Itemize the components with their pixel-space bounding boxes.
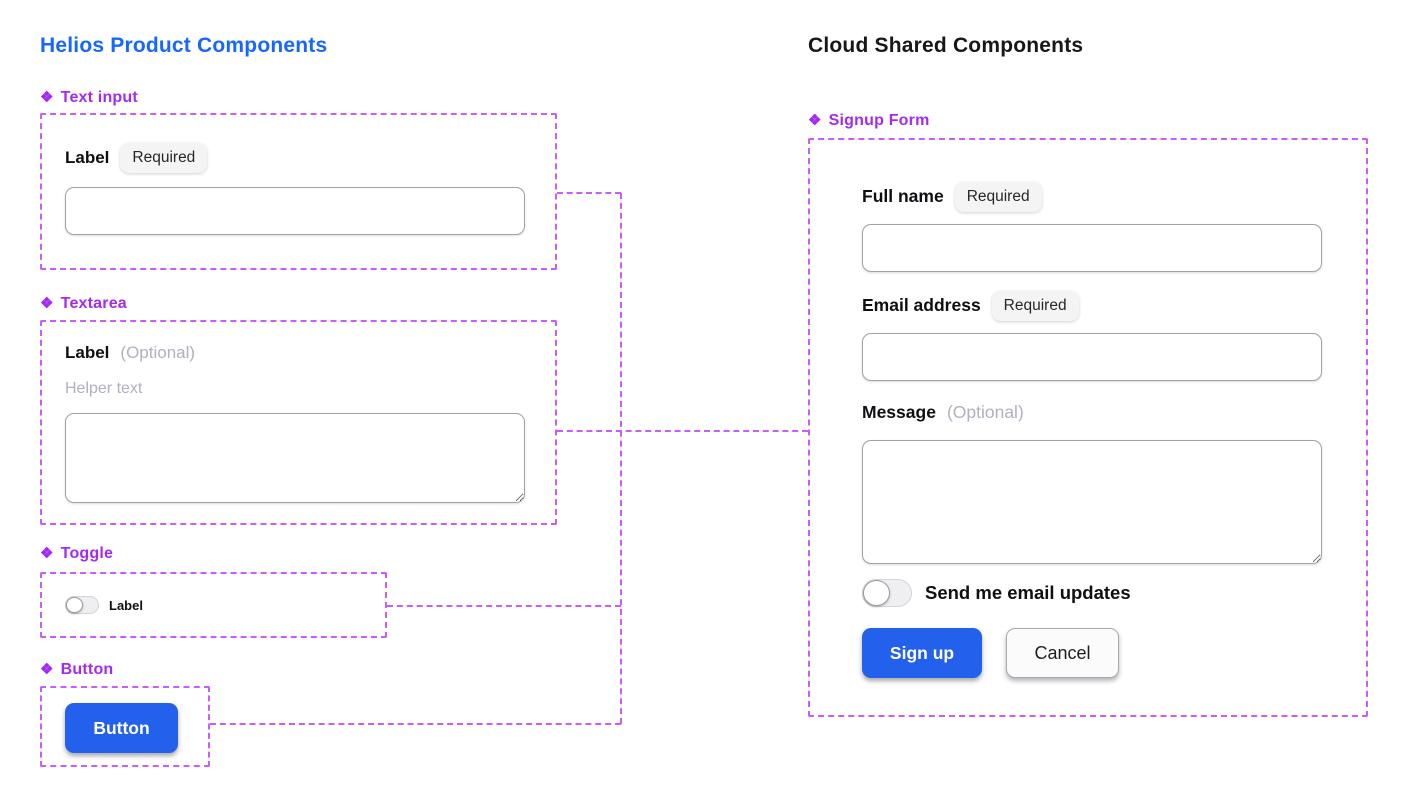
email-input[interactable] bbox=[862, 333, 1322, 381]
optional-tag: (Optional) bbox=[120, 343, 196, 362]
message-textarea[interactable] bbox=[862, 440, 1322, 564]
toggle-knob bbox=[863, 580, 890, 606]
section-header-button: ❖ Button bbox=[40, 661, 113, 679]
section-title: Textarea bbox=[60, 295, 127, 312]
right-panel-title: Cloud Shared Components bbox=[808, 34, 1084, 57]
full-name-input[interactable] bbox=[862, 224, 1322, 272]
section-header-text-input: ❖ Text input bbox=[40, 89, 138, 107]
component-diamond-icon: ❖ bbox=[40, 660, 54, 678]
email-updates-label: Send me email updates bbox=[925, 582, 1131, 603]
helper-text: Helper text bbox=[65, 380, 143, 397]
email-updates-toggle[interactable] bbox=[862, 579, 912, 607]
toggle-component-box: Label bbox=[40, 572, 387, 638]
text-input-field[interactable] bbox=[65, 187, 525, 235]
section-header-signup-form: ❖ Signup Form bbox=[808, 112, 930, 130]
sign-up-button[interactable]: Sign up bbox=[862, 628, 982, 678]
section-title: Signup Form bbox=[828, 112, 930, 129]
required-badge: Required bbox=[954, 182, 1042, 212]
full-name-label: Full name bbox=[862, 186, 944, 207]
section-header-toggle: ❖ Toggle bbox=[40, 545, 113, 563]
required-badge: Required bbox=[120, 143, 208, 173]
component-diamond-icon: ❖ bbox=[40, 544, 54, 562]
optional-tag: (Optional) bbox=[946, 402, 1024, 422]
left-panel-title: Helios Product Components bbox=[40, 34, 328, 57]
sample-button[interactable]: Button bbox=[65, 703, 178, 753]
connector-button bbox=[210, 723, 621, 725]
text-input-component-box: Label Required bbox=[40, 113, 557, 270]
textarea-field[interactable] bbox=[65, 413, 525, 503]
toggle-knob bbox=[66, 597, 83, 613]
section-title: Toggle bbox=[60, 545, 114, 562]
field-label: Label bbox=[65, 343, 110, 362]
required-badge: Required bbox=[991, 291, 1079, 321]
textarea-component-box: Label (Optional) Helper text bbox=[40, 320, 557, 525]
email-label: Email address bbox=[862, 295, 981, 316]
message-label: Message bbox=[862, 402, 936, 422]
field-label: Label bbox=[65, 147, 110, 167]
component-diamond-icon: ❖ bbox=[808, 111, 822, 129]
section-title: Button bbox=[60, 661, 114, 678]
component-diamond-icon: ❖ bbox=[40, 88, 54, 106]
section-header-textarea: ❖ Textarea bbox=[40, 295, 127, 313]
connector-textarea-to-form bbox=[557, 430, 808, 432]
toggle-label: Label bbox=[109, 597, 143, 613]
connector-toggle bbox=[387, 605, 621, 607]
connector-text-input bbox=[557, 192, 621, 194]
toggle-switch[interactable] bbox=[65, 596, 99, 614]
signup-form-box: Full name Required Email address Require… bbox=[808, 138, 1368, 717]
connector-vertical-bus bbox=[620, 193, 622, 724]
section-title: Text input bbox=[60, 89, 138, 106]
cancel-button[interactable]: Cancel bbox=[1006, 628, 1119, 678]
component-diamond-icon: ❖ bbox=[40, 294, 54, 312]
button-component-box: Button bbox=[40, 686, 210, 767]
